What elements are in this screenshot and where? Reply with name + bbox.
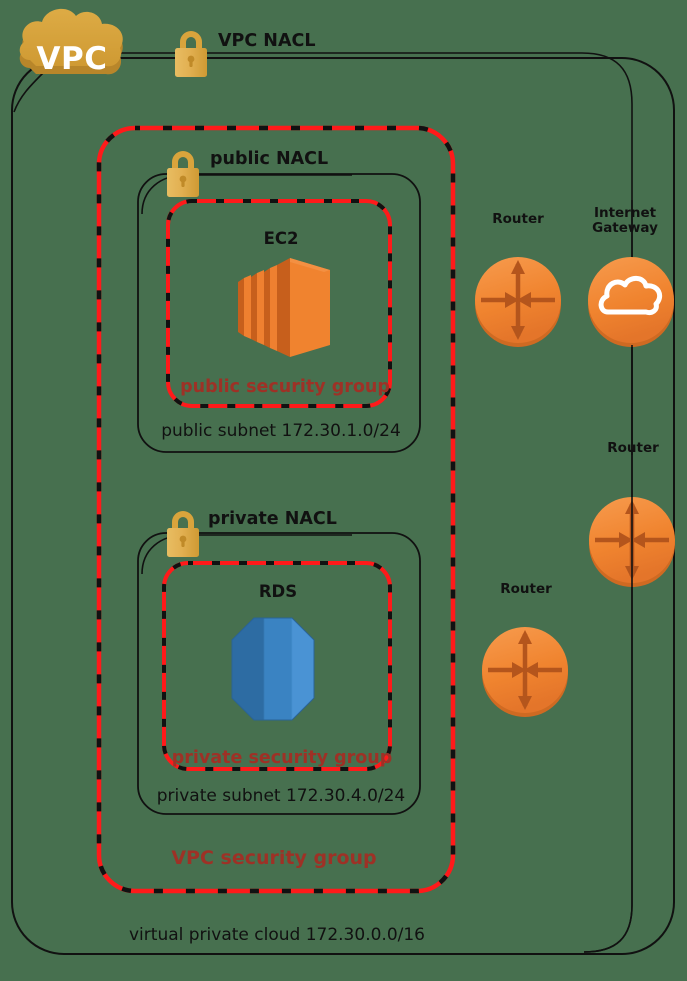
internet-gateway-icon (588, 257, 674, 347)
private-subnet-box (137, 532, 421, 815)
connector-vpc-nacl (116, 52, 633, 455)
router-top-label: Router (492, 211, 544, 227)
private-security-group-box (162, 561, 392, 771)
connector-lines (13, 52, 633, 953)
vpc-cloud-label: VPC (36, 41, 108, 77)
private-nacl-label: private NACL (208, 509, 337, 529)
vpc-security-group-box (96, 125, 456, 894)
connector-vpc-cloud (13, 71, 45, 113)
internet-gateway-label-line1: Internet (593, 205, 657, 221)
private-subnet-label: private subnet 172.30.4.0/24 (156, 786, 406, 806)
internet-gateway-label: Internet Gateway (592, 205, 658, 237)
ec2-label: EC2 (263, 229, 299, 248)
vpc-boundary-label: virtual private cloud 172.30.0.0/16 (129, 925, 425, 945)
rds-icon (231, 617, 315, 721)
internet-gateway-label-line2: Gateway (592, 220, 658, 237)
router-bottom-label: Router (500, 581, 552, 597)
vpc-boundary-box (11, 57, 675, 955)
public-nacl-label: public NACL (210, 149, 329, 169)
connector-igw-overlay (583, 345, 633, 953)
vpc-security-group-label: VPC security group (171, 847, 377, 869)
cloud-icon (19, 8, 123, 75)
router-right-label: Router (607, 440, 659, 456)
rds-label: RDS (258, 582, 298, 601)
public-subnet-label: public subnet 172.30.1.0/24 (161, 421, 401, 441)
lock-icon (167, 511, 199, 557)
public-security-group-label: public security group (180, 377, 390, 397)
router-icon (475, 257, 561, 347)
vpc-nacl-label: VPC NACL (218, 31, 316, 51)
ec2-icon (238, 258, 330, 357)
lock-icon (175, 31, 207, 77)
public-security-group-box (166, 199, 392, 408)
router-icon (482, 627, 568, 717)
private-security-group-label: private security group (171, 748, 393, 768)
lock-icon (167, 151, 199, 197)
public-subnet-box (137, 173, 421, 453)
